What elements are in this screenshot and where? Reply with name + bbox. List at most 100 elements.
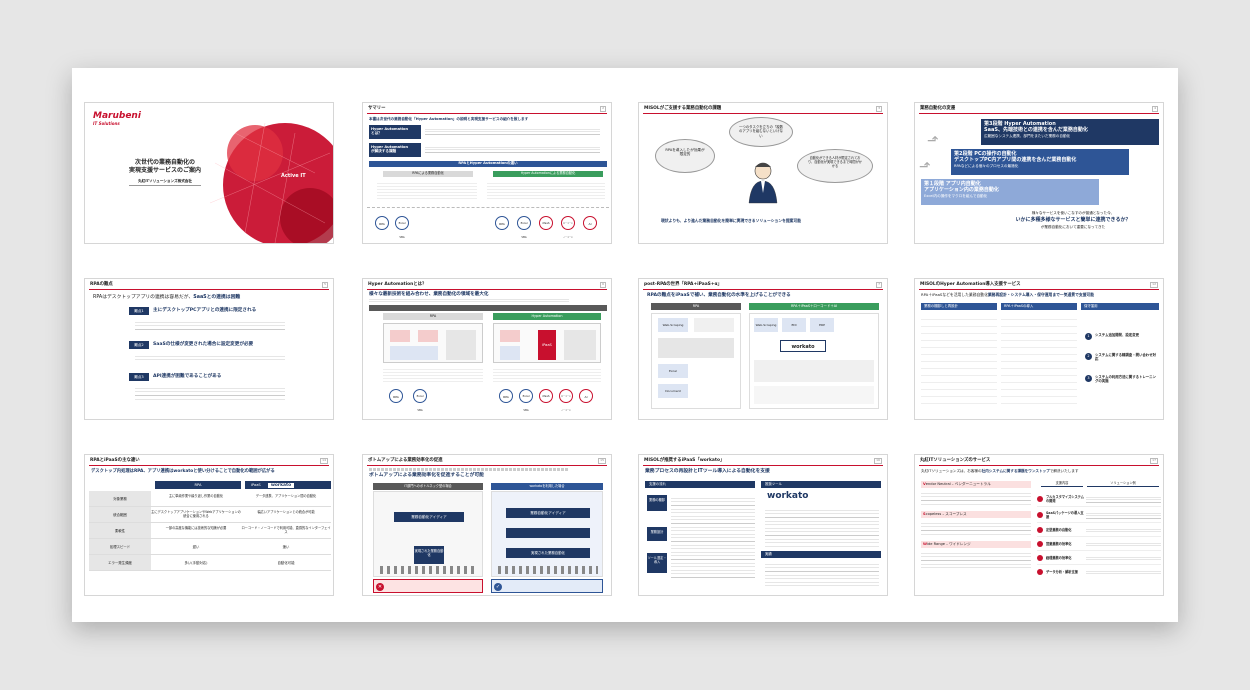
right-panel: Web-Scraping EDI ERP workato	[749, 313, 879, 409]
slide-bottom-up[interactable]: ボトムアップによる業務効率化の促進 15 ボトムアップによる業務効率化を促進する…	[362, 454, 612, 596]
step-number: 1	[1085, 333, 1092, 340]
label-text: Hyper Automation	[371, 127, 409, 131]
slide-challenges[interactable]: MISOLがご支援する業務自動化の課題 3 RPAを導入したが効果が限定的 一つ…	[638, 102, 888, 244]
list-item: SaaSパッケージの導入支援	[1037, 507, 1161, 523]
slide-hyper-automation[interactable]: Hyper Automationとは？ 6 様々な最新技術を組み合わせ、業務自動…	[362, 278, 612, 420]
cell: 主に単純作業や繰り返し作業の自動化	[168, 494, 224, 498]
slide-support-service[interactable]: MISOLのHyper Automation導入支援サービス 12 RPA＋iP…	[914, 278, 1164, 420]
band-body	[921, 550, 1031, 570]
block	[500, 330, 520, 342]
note-box: ✓	[491, 579, 603, 593]
service-item: システム追加開発、設定変更	[1095, 333, 1139, 337]
service-item: システムに関する精調査・問い合わせ対応	[1095, 353, 1156, 362]
slide-post-rpa[interactable]: post-RPAの世界「RPA+iPaaS+α」 7 RPAの難点をiPaaSで…	[638, 278, 888, 420]
slide-rpa-difficulties[interactable]: RPAの難点 5 RPAはデスクトップアプリの連携は容易だが、SaaSとの連携は…	[84, 278, 334, 420]
band-letter: S	[923, 512, 926, 516]
service-desc	[1086, 554, 1161, 561]
stage-title: 第１段階 アプリ内自動化	[924, 181, 981, 187]
stage-title: 第3段階 Hyper Automation	[984, 121, 1056, 127]
heading-rule	[919, 113, 1159, 114]
lead-text: RPAはデスクトップアプリの連携は容易だが、SaaSとの連携は困難	[93, 295, 240, 301]
idea-bar: 業務自動化アイディア	[506, 508, 590, 518]
left-tag: RPA	[651, 303, 741, 310]
slide-workato[interactable]: MISOLが推奨するiPaaS「workato」 16 業務プロセスの再設計とI…	[638, 454, 888, 596]
stage-subtitle: デスクトップPC内アプリ間の連携を含んだ業務自動化	[954, 157, 1077, 164]
slide-heading: post-RPAの世界「RPA+iPaaS+α」	[644, 282, 722, 287]
bullet-icon	[1037, 554, 1043, 561]
body-text-block	[487, 181, 605, 201]
cat-box: EDI	[782, 318, 806, 332]
column-header-rpa: RPA	[155, 481, 241, 489]
point-body	[135, 319, 285, 331]
service-label: 定型業務の自動化	[1046, 527, 1072, 532]
table-row: 統合範囲 主にデスクトップアプリケーションやWebアプリケーションの統合に使用さ…	[89, 507, 331, 523]
band-body	[921, 490, 1031, 506]
right-tag: RPA＋iPaaS＋ローコード＋AI	[749, 303, 879, 310]
column-header-ipaas: iPaaS workato	[245, 481, 331, 489]
label-text: が解決する課題	[371, 149, 397, 154]
stage-desc: RPAなどによる個々のプロセスの最適化	[954, 163, 1019, 168]
band-2: Scopeless – スコープレス	[921, 511, 1031, 537]
comparison-table: 対象業務 主に単純作業や繰り返し作業の自動化 データ連携、アプリケーション間の自…	[89, 491, 331, 571]
tool-body	[765, 507, 879, 547]
slide-company-services[interactable]: 丸紅ITソリューションズのサービス 17 丸紅ITソリューションズは、お客様の社…	[914, 454, 1164, 596]
left-tag: RPA	[383, 313, 483, 320]
cat-box: Excel	[658, 364, 688, 378]
slide-summary[interactable]: サマリー 2 本書は次世代の業務自動化「Hyper Automation」の説明…	[362, 102, 612, 244]
band-letter: V	[923, 482, 926, 486]
bullet-icon	[1037, 569, 1043, 575]
band-label: ide Range – ワイドレンジ	[926, 542, 971, 546]
point-title: API連携が困難であることがある	[153, 374, 222, 379]
heading-rule	[367, 113, 607, 114]
note-box: ✕	[373, 579, 483, 593]
lead-part: で解決いたします	[1049, 469, 1079, 473]
person-illustration	[748, 162, 778, 204]
heading-rule	[367, 289, 607, 290]
band-bar: Vendor Neutral – ベンダーニュートラル	[921, 481, 1031, 488]
cat-box: ERP	[810, 318, 834, 332]
node-row: RPA Excel VBA RPA Excel VBA iPaaS ローコード …	[367, 207, 609, 241]
column-header: RPA＋iPaaSの導入	[1001, 303, 1077, 310]
section-header: 推奨ツール	[761, 481, 881, 488]
cat-box: Document	[658, 384, 688, 398]
page-number: 4	[1152, 106, 1158, 112]
lead-text: 丸紅ITソリューションズは、お客様の社内システムに関する課題をワンストップで解決…	[921, 469, 1078, 473]
point-title: SaaSの仕様が変更された場合に設定変更が必要	[153, 342, 254, 347]
right-tag: workatoを利用した場合	[491, 483, 603, 490]
stage-subtitle: アプリケーション内の業務自動化	[924, 187, 999, 194]
band-1: Vendor Neutral – ベンダーニュートラル	[921, 481, 1031, 507]
slide-rpa-vs-ipaas[interactable]: RPAとiPaaSの主な違い 14 デスクトップ内処理はRPA、アプリ連携はwo…	[84, 454, 334, 596]
left-panel: Web-Scraping Excel Document	[651, 313, 741, 409]
row-header: 柔軟性	[89, 523, 151, 538]
cell: 幅広いアプリケーションとの統合が可能	[257, 510, 315, 514]
bar	[369, 305, 607, 311]
body-text-block	[377, 181, 477, 201]
cell: 遅い	[192, 545, 200, 549]
band-bar: Scopeless – スコープレス	[921, 511, 1031, 518]
step-box: 業務設計	[647, 527, 667, 541]
result-box: 実現された業務自動化	[414, 546, 444, 564]
band-bar: Wide Range – ワイドレンジ	[921, 541, 1031, 548]
section-header: 実績	[761, 551, 881, 558]
row-header: 統合範囲	[89, 507, 151, 522]
lead-sub	[369, 468, 569, 471]
slide-heading: サマリー	[368, 106, 386, 111]
step-number: 2	[1085, 353, 1092, 360]
lead-text: 業務プロセスの再設計とITツール導入による自動化を支援	[645, 469, 770, 474]
column-body	[921, 313, 997, 409]
body-text-block	[493, 367, 601, 383]
slide-evolution[interactable]: 業務自動化の変遷 4 ⬏ ⬏ 第3段階 Hyper Automation Saa…	[914, 102, 1164, 244]
point-title: 主にデスクトップPCアプリとの連携に限定される	[153, 308, 257, 313]
slide-cover[interactable]: Marubeni IT Solutions Active IT 次世代の業務自動…	[84, 102, 334, 244]
row-header: エラー発生頻度	[89, 555, 151, 570]
step-arrow-icon: ⬏	[919, 159, 931, 175]
point-body	[135, 353, 285, 363]
question-line-2: いかに多種多様なサービスと簡単に連携できるか？	[1015, 217, 1131, 223]
cell: ローコード・ノーコードで利用可能、直感的なインターフェイス	[241, 526, 331, 534]
point-body	[135, 385, 285, 401]
label-text: Hyper Automation	[371, 145, 409, 149]
service-desc	[1086, 510, 1161, 519]
block	[500, 346, 520, 360]
document-sheet: Marubeni IT Solutions Active IT 次世代の業務自動…	[72, 68, 1178, 622]
